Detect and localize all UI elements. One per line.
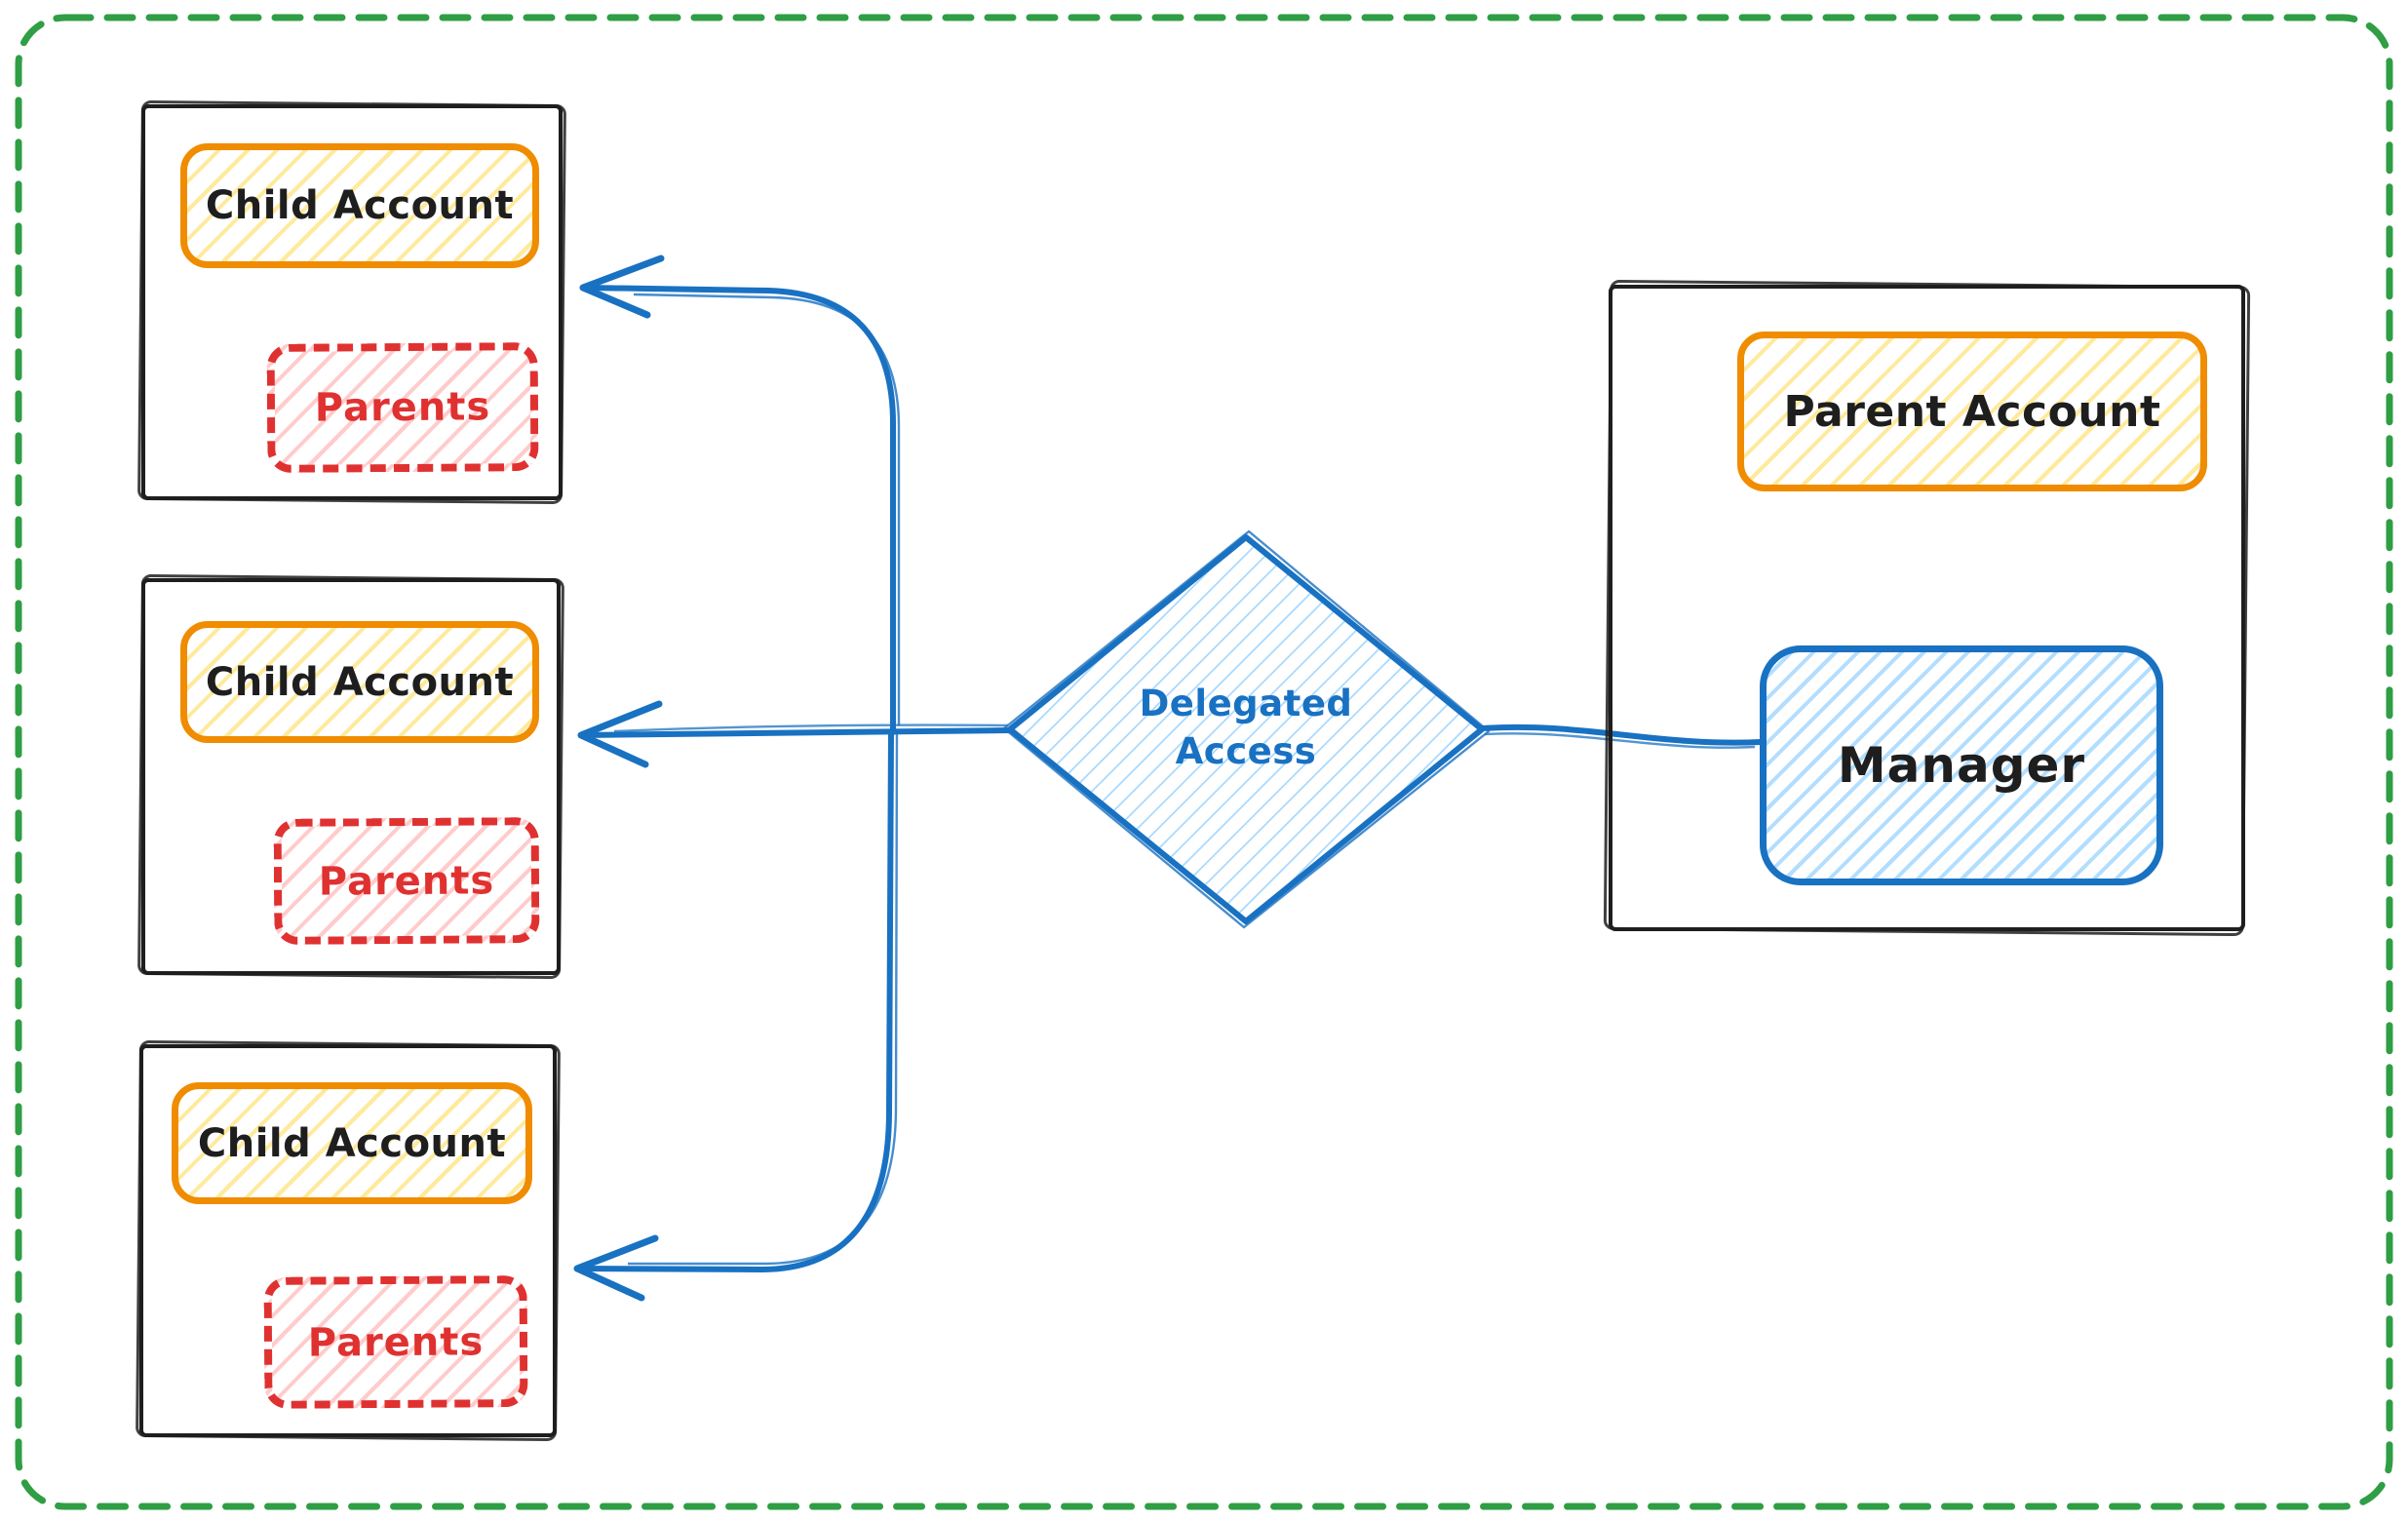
child-account-box-3 xyxy=(139,1044,557,1437)
parents-text-1: Parents xyxy=(314,384,491,431)
arrow-to-child-2-sketch-echo xyxy=(613,723,1009,733)
arrowhead-child-1 xyxy=(579,254,665,319)
delegated-access-diamond-sketch-echo xyxy=(1002,529,1491,929)
parent-account-text: Parent Account xyxy=(1783,386,2161,437)
arrow-to-child-1 xyxy=(582,285,896,735)
child-account-label-2: Child Account xyxy=(180,621,539,743)
arrow-to-child-3 xyxy=(576,729,894,1273)
child-account-text-1: Child Account xyxy=(205,183,515,228)
child-account-box-1 xyxy=(141,104,563,500)
parents-tag-3: Parents xyxy=(263,1275,528,1409)
arrow-to-child-1-sketch-echo xyxy=(633,293,901,725)
manager-box: Manager xyxy=(1760,645,2163,885)
delegated-access-diamond xyxy=(1007,534,1485,924)
parents-text-2: Parents xyxy=(318,857,495,905)
child-account-text-2: Child Account xyxy=(205,659,515,705)
arrow-to-child-3-sketch-echo xyxy=(628,728,899,1266)
outer-frame-border xyxy=(15,14,2393,1510)
child-account-box-2 xyxy=(141,578,561,975)
parents-tag-1: Parents xyxy=(266,342,539,473)
arrowhead-child-3 xyxy=(573,1234,659,1302)
child-account-text-3: Child Account xyxy=(197,1120,507,1166)
arrow-to-child-2 xyxy=(578,727,1015,738)
arrowhead-child-2 xyxy=(577,700,663,768)
manager-text: Manager xyxy=(1837,737,2086,794)
parent-account-label: Parent Account xyxy=(1737,332,2207,491)
child-account-label-1: Child Account xyxy=(180,143,539,268)
parent-account-box xyxy=(1609,285,2245,931)
parents-tag-2: Parents xyxy=(273,817,540,945)
child-account-label-3: Child Account xyxy=(172,1082,532,1204)
delegated-access-label: Delegated Access xyxy=(1139,683,1353,772)
parents-text-3: Parents xyxy=(307,1318,485,1366)
